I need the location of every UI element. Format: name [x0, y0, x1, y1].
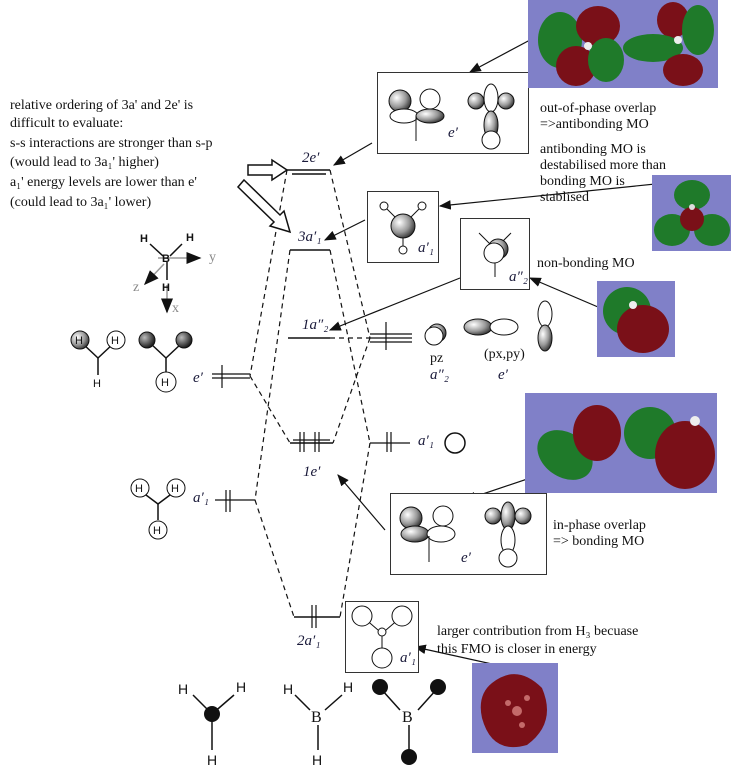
- h3-a1-h-bottom: H: [153, 525, 161, 537]
- label-2a1-prime: 2a′₁: [297, 633, 321, 649]
- a2-nonbonding-sketch: [478, 232, 512, 277]
- box-a1-bottom-label: a′₁: [400, 650, 416, 666]
- pz-orbital-sketch: [424, 323, 447, 346]
- e-antibonding-sketch: [388, 83, 515, 150]
- note-in-phase-1: in-phase overlap: [553, 518, 646, 533]
- axes-sketch: [143, 243, 202, 314]
- label-h3-a1-prime: a′₁: [193, 490, 209, 506]
- b-level-p: [370, 322, 412, 350]
- axes-atom-h2: H: [186, 232, 194, 244]
- axes-atom-b: B: [162, 253, 170, 265]
- a1-3a1-sketch: [379, 201, 427, 255]
- level-1e-prime: [290, 432, 333, 452]
- label-1e-prime: 1e′: [303, 464, 321, 480]
- h3-e1-h-left: H: [75, 335, 83, 347]
- h3-fragment-structure: [192, 694, 235, 750]
- label-pxpy-symmetry: e′: [498, 367, 508, 383]
- h3-a1-h-left: H: [135, 483, 143, 495]
- bottom-bh3-h-right: H: [343, 679, 354, 695]
- h3-a1-h-right: H: [171, 483, 179, 495]
- bottom-bh3-h-left: H: [283, 681, 294, 697]
- note-antibonding-4: stablised: [540, 190, 589, 205]
- note-ordering-line-5: a₁' energy levels are lower than e': [10, 175, 197, 190]
- note-ordering-line-1: relative ordering of 3a' and 2e' is: [10, 98, 194, 113]
- note-in-phase-2: => bonding MO: [553, 534, 645, 549]
- note-ordering-line-4: (would lead to 3a₁' higher): [10, 155, 159, 170]
- label-2e-prime: 2e′: [302, 150, 320, 166]
- axis-label-y: y: [209, 250, 216, 265]
- h3-e2-h-bottom: H: [161, 377, 169, 389]
- box-a2-nonbonding: a″₂: [460, 218, 530, 290]
- note-antibonding-1: antibonding MO is: [540, 142, 646, 157]
- axes-atom-h1: H: [140, 233, 148, 245]
- mo-image-1e-bonding: [525, 393, 717, 493]
- h3-e1-h-bottom: H: [93, 378, 101, 390]
- h3-e-sketch-2: [138, 331, 193, 393]
- label-pxpy: (px,py): [484, 347, 525, 362]
- box-a1-top-label: a′₁: [418, 240, 434, 256]
- note-antibonding-3: bonding MO is: [540, 174, 625, 189]
- h3-e1-h-right: H: [111, 335, 119, 347]
- note-ordering-line-2: difficult to evaluate:: [10, 116, 124, 131]
- axis-label-z: z: [133, 280, 140, 295]
- axes-atom-h3: H: [162, 282, 170, 294]
- mo-image-2a1-bonding: [472, 663, 558, 753]
- box-e-bonding: e′: [390, 493, 547, 575]
- h3-a1-sketch: [130, 478, 186, 540]
- correlation-lines: [249, 169, 371, 618]
- mo-image-2e-antibonding: [528, 0, 718, 88]
- a1-2a1-sketch: [351, 605, 413, 669]
- label-pz: pz: [430, 351, 444, 366]
- bottom-b-fragment-b: B: [402, 709, 413, 726]
- level-2e-prime: [287, 169, 330, 175]
- s-orbital-sketch: [444, 432, 466, 454]
- note-larger-contribution-2: this FMO is closer in energy: [437, 642, 597, 657]
- h3-e-sketch-1: [70, 330, 126, 375]
- px-orbital-sketch: [463, 318, 519, 336]
- box-e-top-label: e′: [448, 125, 458, 141]
- bottom-bh3-b: B: [311, 709, 322, 726]
- label-b-a1-prime: a′₁: [418, 433, 434, 449]
- note-ordering-line-6: (could lead to 3a₁' lower): [10, 195, 152, 210]
- box-a2-label: a″₂: [509, 269, 528, 285]
- e-bonding-sketch: [399, 501, 532, 568]
- mo-image-1a2-nonbonding: [597, 281, 675, 357]
- axis-label-x: x: [172, 301, 179, 316]
- hollow-arrow-3a1: [236, 178, 292, 234]
- label-pz-symmetry: a″₂: [430, 367, 449, 383]
- h3-level-e: [212, 365, 250, 388]
- bh3-structure: [294, 694, 343, 750]
- label-h3-e-prime: e′: [193, 370, 203, 386]
- pointer-arrows: [323, 39, 666, 669]
- note-larger-contribution-1: larger contribution from H₃ becuase: [437, 624, 639, 639]
- bottom-h3-h-right: H: [236, 679, 247, 695]
- note-antibonding-2: destabilised more than: [540, 158, 666, 173]
- note-out-of-phase-1: out-of-phase overlap: [540, 101, 657, 116]
- label-1a2-dprime: 1a″₂: [302, 317, 329, 333]
- hollow-arrow-2e: [247, 158, 289, 182]
- box-e-antibonding: e′: [377, 72, 529, 154]
- box-a1-3a1: a′₁: [367, 191, 439, 263]
- note-out-of-phase-2: =>antibonding MO: [540, 117, 649, 132]
- level-2a1-prime: [294, 605, 340, 628]
- mo-image-3a1-antibonding: [652, 175, 731, 251]
- note-non-bonding: non-bonding MO: [537, 256, 635, 271]
- bottom-bh3-h-bottom: H: [312, 752, 323, 768]
- note-ordering-line-3: s-s interactions are stronger than s-p: [10, 136, 213, 151]
- bottom-h3-h-left: H: [178, 681, 189, 697]
- box-e-bottom-label: e′: [461, 550, 471, 566]
- label-3a1-prime: 3a′₁: [298, 229, 322, 245]
- b-fragment-structure: [372, 679, 446, 765]
- box-a1-2a1: a′₁: [345, 601, 419, 673]
- py-orbital-sketch: [537, 300, 553, 352]
- b-level-s: [370, 432, 410, 452]
- bottom-h3-h-bottom: H: [207, 752, 218, 768]
- h3-level-a1: [215, 490, 255, 512]
